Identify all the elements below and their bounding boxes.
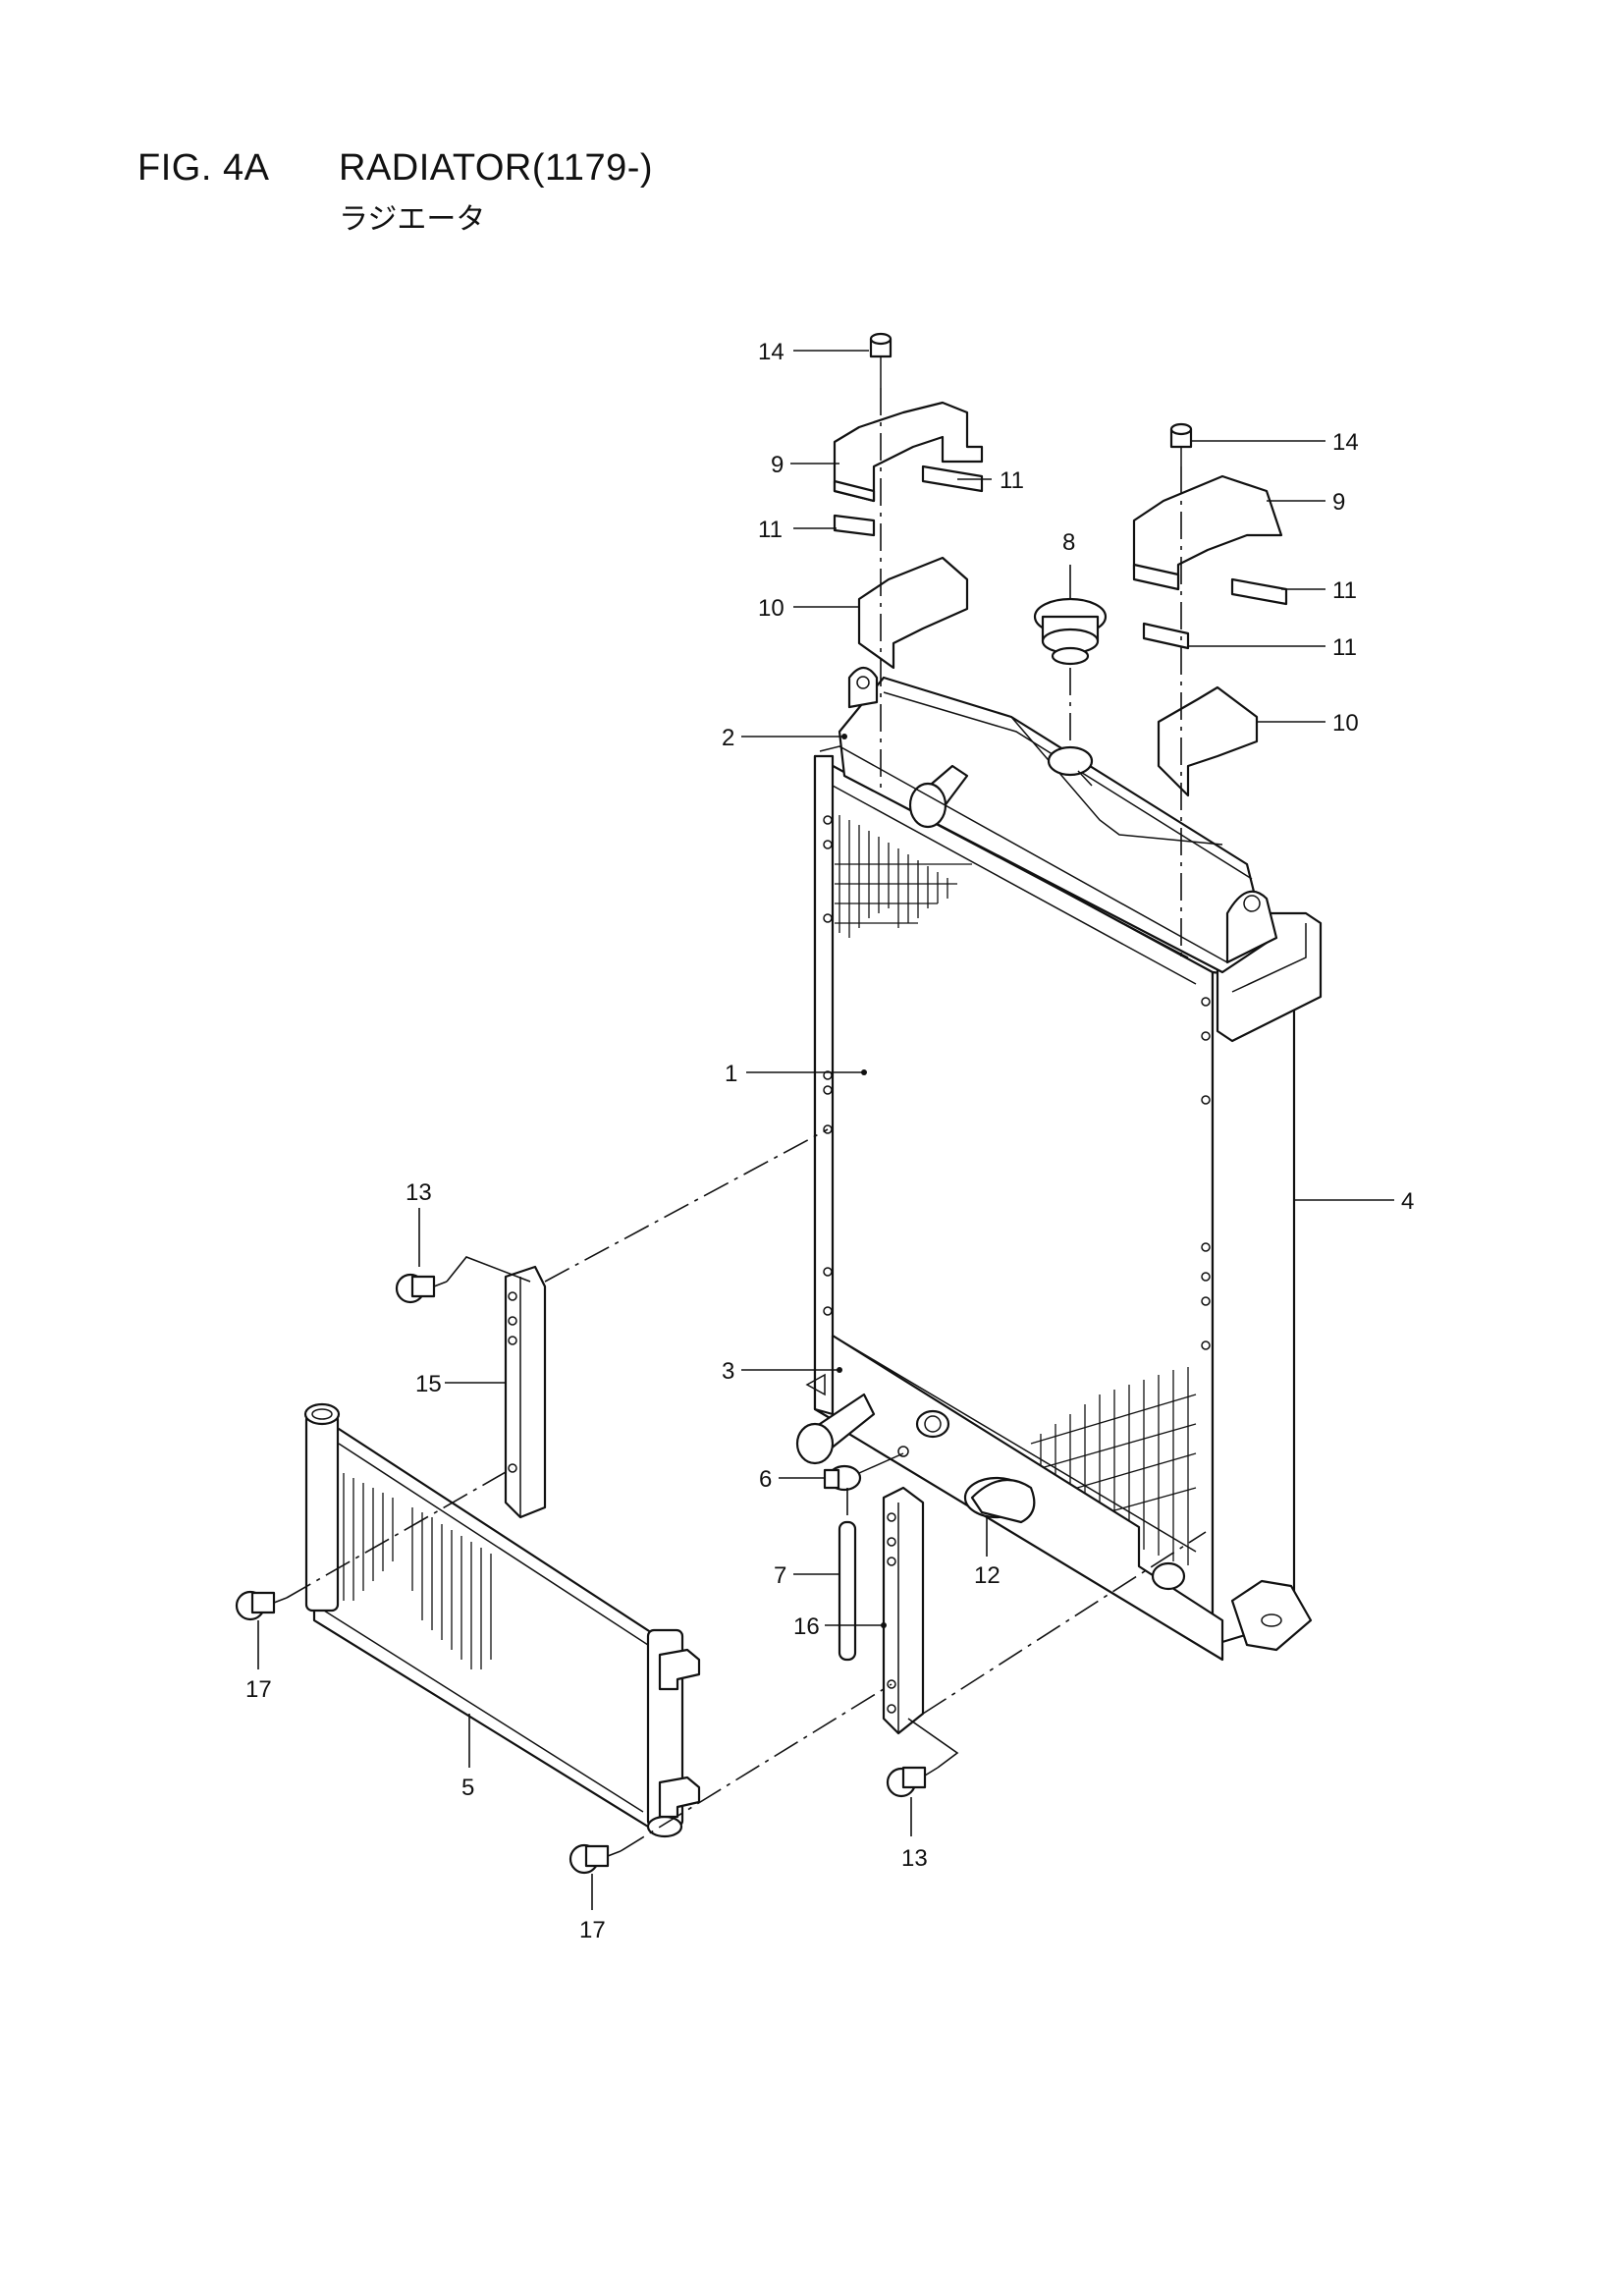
leader-lines (257, 350, 1394, 1910)
figure-subtitle: ラジエータ (339, 203, 486, 236)
callout-10: 10 (1332, 710, 1359, 737)
callout-2: 2 (722, 725, 734, 751)
stay-16 (882, 1486, 925, 1735)
callout-11: 11 (1332, 577, 1357, 604)
callout-12: 12 (974, 1562, 1001, 1589)
drain-cock (823, 1446, 909, 1492)
drain-hose (838, 1488, 857, 1662)
callout-11: 11 (758, 517, 783, 543)
callout-11: 11 (1000, 467, 1024, 494)
callout-16: 16 (793, 1613, 820, 1640)
oil-cooler (303, 1402, 701, 1838)
callout-5: 5 (461, 1775, 474, 1801)
callout-15: 15 (415, 1371, 442, 1397)
bolt-13-upper (395, 1273, 448, 1304)
bracket-left (833, 401, 984, 670)
assembly-lines (286, 1128, 1207, 1852)
callout-17: 17 (245, 1676, 272, 1703)
callout-11: 11 (1332, 634, 1357, 661)
radiator-cap (1033, 597, 1108, 746)
callout-9: 9 (1332, 489, 1345, 516)
callout-10: 10 (758, 595, 784, 622)
side-plate (1211, 911, 1323, 1652)
callout-labels: 14 14 9 9 11 11 11 11 10 10 8 2 1 4 13 1… (245, 339, 1414, 1943)
callout-13: 13 (406, 1179, 432, 1206)
upper-tank (819, 666, 1278, 974)
bolt-14-right (1169, 422, 1193, 466)
callout-14: 14 (758, 339, 784, 365)
cover-12 (970, 1478, 1036, 1524)
callout-7: 7 (774, 1562, 786, 1589)
leader-dots (837, 734, 887, 1628)
callout-8: 8 (1062, 529, 1075, 556)
bolt-17-lower (568, 1843, 622, 1875)
figure-title: RADIATOR(1179-) (339, 147, 654, 189)
bracket-right (1132, 474, 1288, 797)
bolt-14-left (869, 332, 893, 388)
stay-15 (504, 1265, 547, 1519)
callout-13: 13 (901, 1845, 928, 1872)
figure-id: FIG. 4A (137, 147, 270, 189)
bolt-17-upper (235, 1590, 288, 1621)
callout-1: 1 (725, 1061, 737, 1087)
callout-17: 17 (579, 1917, 606, 1943)
callout-3: 3 (722, 1358, 734, 1385)
callout-14: 14 (1332, 429, 1359, 456)
callout-4: 4 (1401, 1188, 1414, 1215)
bolt-13-lower (886, 1766, 939, 1798)
callout-9: 9 (771, 452, 784, 478)
callout-6: 6 (759, 1466, 772, 1493)
